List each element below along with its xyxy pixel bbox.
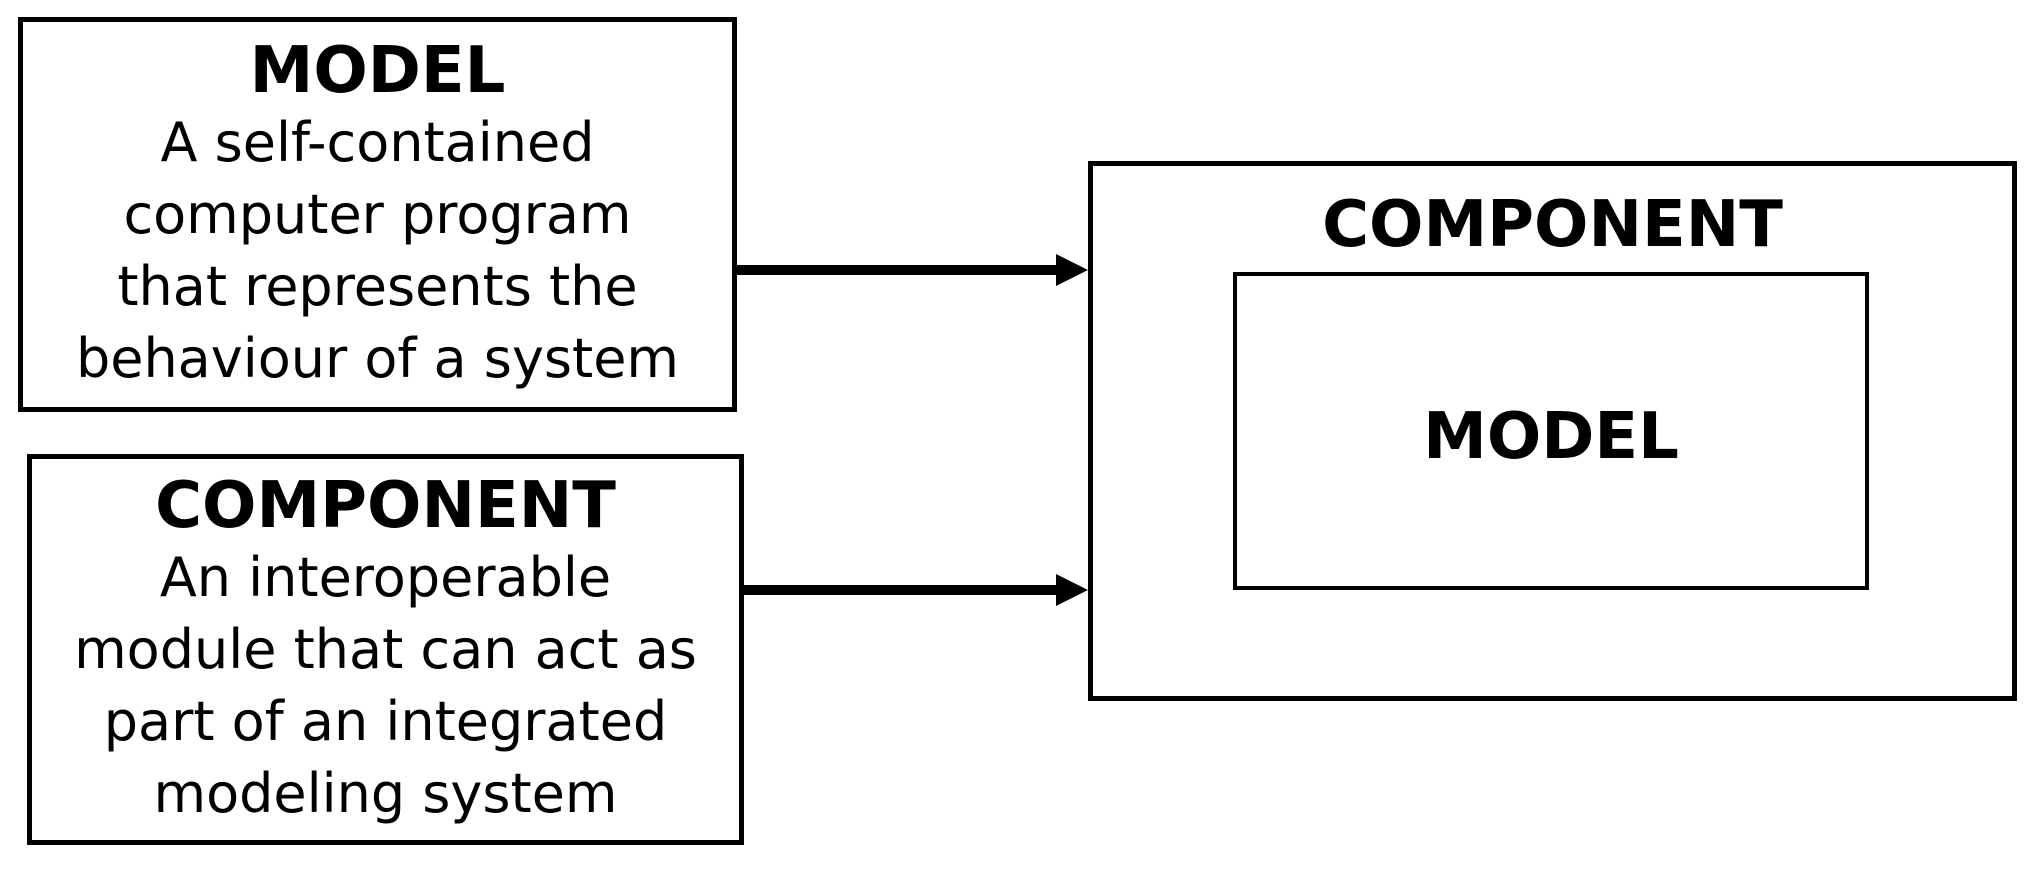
model-definition-line-4: behaviour of a system [75, 326, 680, 390]
model-to-component-arrow-shaft [737, 265, 1058, 275]
model-to-component-arrow-head-icon [1056, 254, 1088, 286]
model-definition-line-2: computer program [123, 182, 632, 246]
component-definition-line-3: part of an integrated [103, 689, 668, 753]
model-definition-line-1: A self-contained [160, 110, 595, 174]
component-definition-box: COMPONENT An interoperable module that c… [27, 454, 744, 845]
nested-model-box: MODEL [1233, 272, 1869, 590]
component-container-box: COMPONENT MODEL [1088, 161, 2017, 701]
component-definition-line-1: An interoperable [159, 545, 612, 609]
model-definition-box: MODEL A self-contained computer program … [18, 17, 737, 412]
model-definition-title: MODEL [249, 33, 506, 108]
component-to-component-arrow-head-icon [1056, 574, 1088, 606]
component-definition-title: COMPONENT [155, 468, 616, 543]
component-container-title: COMPONENT [1322, 188, 1783, 262]
nested-model-title: MODEL [1423, 400, 1679, 474]
component-definition-line-2: module that can act as [74, 617, 697, 681]
model-definition-line-3: that represents the [117, 254, 638, 318]
component-definition-line-4: modeling system [153, 761, 618, 825]
component-to-component-arrow-shaft [744, 585, 1058, 595]
